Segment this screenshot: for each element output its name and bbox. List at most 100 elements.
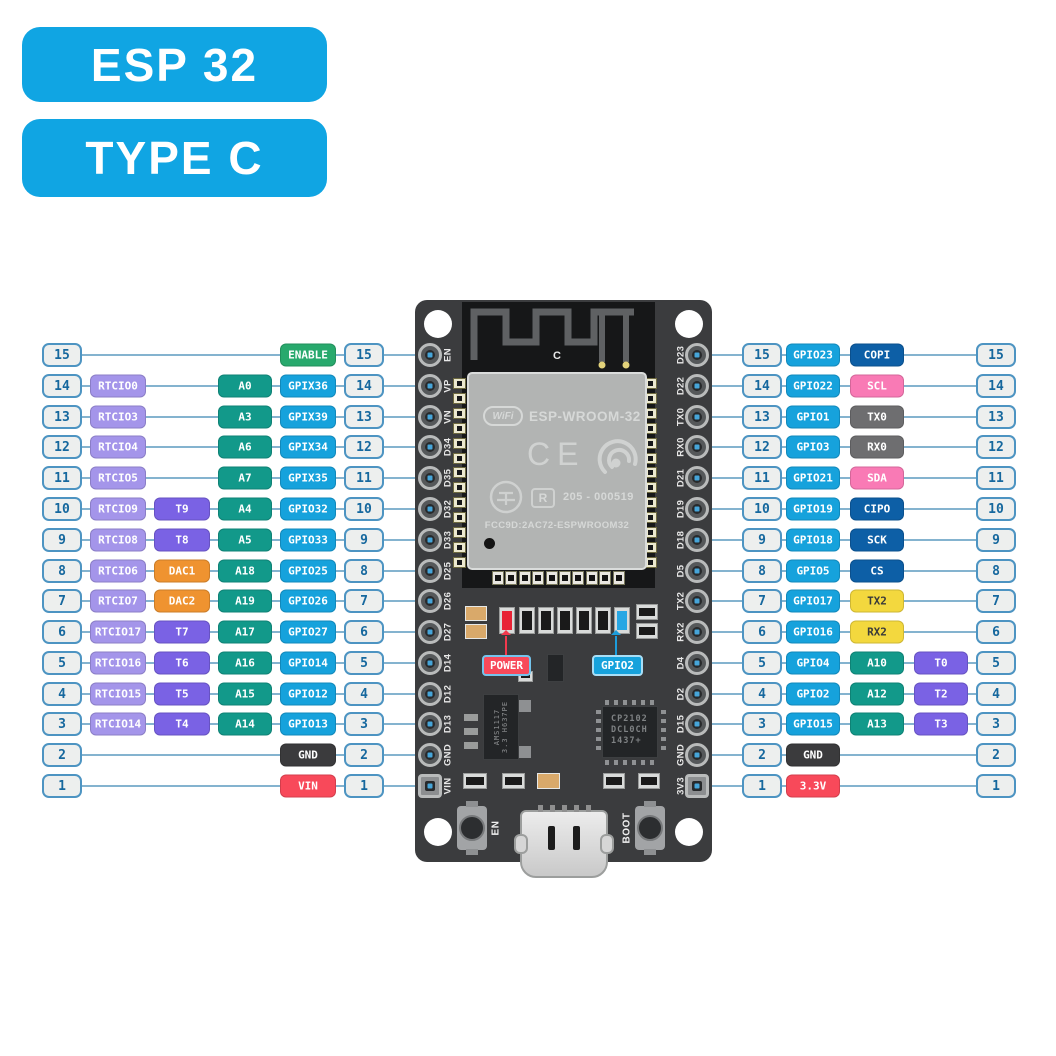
pin-number: 10 [976,497,1016,521]
mounting-hole [424,310,452,338]
title-badge-esp32: ESP 32 [22,27,327,102]
pin-function-badge: COPI [850,343,904,367]
esp-wroom-32-shield: WiFi ESP-WROOM-32 CE R 205 - 000519 FCC9… [467,372,647,570]
pin-number: 4 [344,682,384,706]
pin-number: 2 [742,743,782,767]
mounting-hole [675,818,703,846]
pin-hole [418,682,442,706]
pin-number: 5 [976,651,1016,675]
castellated-pad [453,527,466,538]
pin-function-badge: A17 [218,620,272,644]
pin-number: 4 [742,682,782,706]
pin-function-badge: RTCIO5 [90,466,146,490]
power-led-arrow [505,636,507,656]
pin-function-badge: GPIO17 [786,589,840,613]
board-pin-label: D32 [442,499,454,519]
pin-hole [418,528,442,552]
pin-number: 5 [344,651,384,675]
pin-function-badge: A4 [218,497,272,521]
pin-hole [685,343,709,367]
pin-hole [685,774,709,798]
pin-function-badge: RTCIO17 [90,620,146,644]
pin-hole [418,435,442,459]
pin-number: 12 [42,435,82,459]
resistor [557,607,573,634]
pin-number: 15 [344,343,384,367]
capacitor [463,773,487,789]
board-pin-label: VN [442,410,454,424]
castellated-pad [453,422,466,434]
micro-usb-connector [514,805,614,878]
pin-function-badge: GPIO16 [786,620,840,644]
board-pin-label: GND [442,743,454,767]
cp2102-text: CP2102 DCL0CH 1437+ [611,714,648,746]
pin-function-badge: A7 [218,466,272,490]
pin-function-badge: TX2 [850,589,904,613]
pcb-antenna [470,308,634,369]
pin-hole [685,405,709,429]
pin-hole [418,466,442,490]
pin-function-badge: DAC1 [154,559,210,583]
transistor [547,654,564,682]
pin-number: 5 [42,651,82,675]
castellated-pad [518,571,531,585]
pin-number: 5 [742,651,782,675]
pin-hole [685,466,709,490]
pin-function-badge: ENABLE [280,343,336,367]
regulator-tab [519,746,531,758]
pin-number: 13 [742,405,782,429]
pin-function-badge: GPIO32 [280,497,336,521]
pin-row-line [697,785,1014,787]
board-pin-label: D14 [442,653,454,673]
chip-pins [605,760,657,765]
pin-function-badge: RTCIO8 [90,528,146,552]
pin-function-badge: GPIO25 [280,559,336,583]
title-badge-type-c: TYPE C [22,119,327,197]
pin-hole [418,774,442,798]
resistor [519,607,535,634]
pin-function-badge: A15 [218,682,272,706]
pin-function-badge: RTCIO6 [90,559,146,583]
pin-number: 4 [42,682,82,706]
pin-hole [418,712,442,736]
pin-hole [685,712,709,736]
module-name: ESP-WROOM-32 [529,409,641,424]
pin-hole [685,682,709,706]
pin-number: 9 [976,528,1016,552]
pin-function-badge: GND [786,743,840,767]
pin-number: 8 [742,559,782,583]
pin-function-badge: GPIO14 [280,651,336,675]
pin-function-badge: GPIO18 [786,528,840,552]
pin-function-badge: GND [280,743,336,767]
pin1-marker-dot [484,538,495,549]
pin-function-badge: GPIO22 [786,374,840,398]
pin-number: 8 [42,559,82,583]
pin-number: 3 [742,712,782,736]
pin-function-badge: RTCIO9 [90,497,146,521]
castellated-pad [532,571,545,585]
pin-number: 1 [976,774,1016,798]
pin-row-line [60,354,430,356]
pin-number: 10 [42,497,82,521]
pin-function-badge: CIPO [850,497,904,521]
pin-number: 14 [344,374,384,398]
pin-function-badge: DAC2 [154,589,210,613]
pin-number: 13 [344,405,384,429]
capacitor [636,623,658,639]
resistor [576,607,592,634]
capacitor [636,604,658,620]
chip-pins [596,710,601,754]
board-pin-label: D25 [442,561,454,581]
castellated-pad [453,378,466,389]
fcc-id: FCC9D:2AC72-ESPWROOM32 [484,520,630,531]
capacitor [465,606,487,621]
capacitor [465,624,487,639]
pin-function-badge: A6 [218,435,272,459]
castellated-pad [572,571,585,585]
pin-number: 7 [344,589,384,613]
pin-number: 2 [344,743,384,767]
board-pin-label: VIN [442,777,454,795]
pin-number: 2 [976,743,1016,767]
gpio2-led-arrow [615,636,617,656]
